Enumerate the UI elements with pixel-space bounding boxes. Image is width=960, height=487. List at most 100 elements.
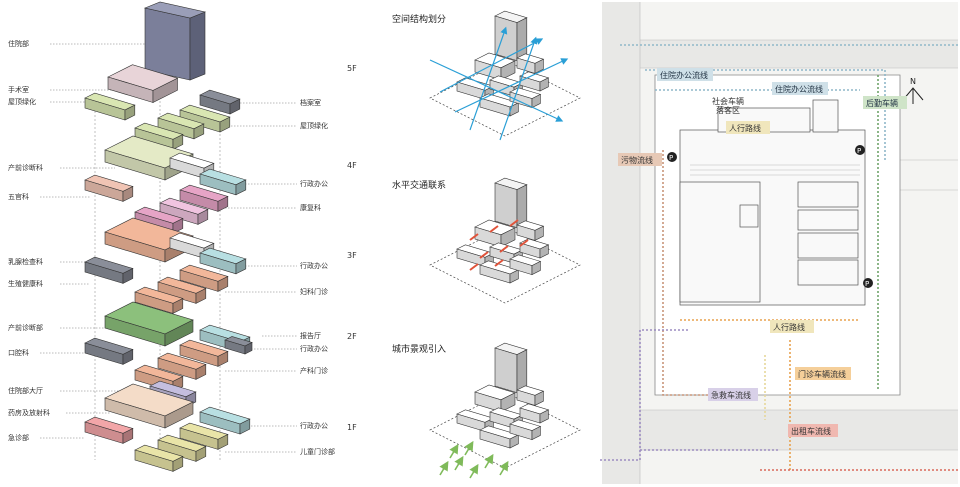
- block-face: [500, 227, 516, 248]
- block-face: [244, 342, 253, 355]
- landscape-arrow-2: [469, 463, 479, 479]
- structure-axis-2: [454, 58, 569, 113]
- concept-block-f-3: [479, 425, 520, 449]
- label-ent: 五官科: [8, 192, 29, 201]
- block-face: [124, 104, 136, 121]
- floor-label-2f: 2F: [347, 332, 357, 341]
- circulation-link-2: [509, 219, 519, 227]
- block-pediatrics: [179, 422, 229, 450]
- block-face: [152, 77, 178, 103]
- block-admin-3f: [199, 247, 247, 275]
- block-roof-green-2: [179, 104, 231, 133]
- block-face: [172, 456, 184, 472]
- svg-text:急救车流线: 急救车流线: [711, 390, 751, 400]
- block-face: [534, 225, 544, 241]
- block-face: [239, 418, 251, 435]
- block-face: [217, 276, 229, 292]
- svg-text:P: P: [857, 147, 861, 155]
- concept-block-b-3: [516, 385, 545, 406]
- block-face: [193, 123, 205, 140]
- label-archive: 档案室: [300, 98, 321, 107]
- label-prenatal-dept: 产前诊断科: [8, 163, 43, 172]
- circulation-link-6: [469, 263, 479, 271]
- block-face: [494, 347, 518, 394]
- tag-public-vehicles: 社会车辆 落客区: [712, 96, 744, 115]
- svg-text:住院办公流线: 住院办公流线: [660, 70, 708, 80]
- tag-inpatient-admin-1: 住院办公流线: [657, 68, 713, 81]
- block-prenatal-unit: [104, 301, 194, 347]
- concept-block-b-1: [516, 53, 545, 74]
- block-face: [509, 269, 519, 284]
- concept-diagrams: 空间结构划分 水平交通联系 城市景观引入: [392, 13, 446, 355]
- block-face: [197, 209, 209, 225]
- block-surgery: [107, 64, 179, 103]
- label-emergency: 急诊部: [8, 433, 29, 442]
- concept-tower-3: [494, 342, 528, 394]
- building-footprint: [679, 99, 866, 306]
- label-pediatrics: 儿童门诊部: [300, 447, 335, 456]
- label-prenatal-unit: 产前诊断部: [8, 323, 43, 332]
- block-gyn: [179, 264, 229, 292]
- concept-tower-1: [494, 10, 528, 62]
- label-surgery: 手术室: [8, 85, 29, 94]
- circulation-link-5: [519, 239, 529, 247]
- label-admin-2f: 行政办公: [300, 344, 328, 353]
- block-archive: [199, 89, 241, 115]
- svg-text:人行路线: 人行路线: [729, 123, 761, 133]
- concept-block-a-3: [474, 384, 516, 413]
- block-inpatient-tower: [143, 1, 207, 81]
- landscape-arrow-6: [464, 440, 474, 456]
- floor-label-5f: 5F: [347, 64, 357, 73]
- block-face: [122, 268, 134, 284]
- svg-text:社会车辆: 社会车辆: [712, 96, 744, 106]
- exploded-axonometric: 5F 4F 3F 2F 1F: [94, 1, 357, 460]
- landscape-arrow-3: [484, 453, 494, 469]
- right-labels: 档案室 屋顶绿化 行政办公 康复科 行政办公 妇科门诊 报告厅 行政办公 产科门…: [225, 98, 335, 456]
- label-rehab: 康复科: [300, 203, 321, 212]
- block-face: [219, 116, 231, 133]
- block-face: [235, 179, 247, 196]
- block-face: [531, 425, 541, 441]
- block-reproductive: [84, 256, 134, 284]
- concept-block-e-3: [519, 403, 550, 424]
- block-face: [164, 401, 194, 429]
- block-face: [195, 446, 207, 462]
- tag-pedestrian-1: 人行路线: [726, 121, 770, 134]
- concept-block-e-1: [519, 71, 550, 92]
- block-roof-green-3: [157, 112, 205, 140]
- tag-inpatient-admin-2: 住院办公流线: [772, 82, 828, 95]
- block-emergency: [84, 416, 134, 444]
- concept-title-circulation: 水平交通联系: [392, 179, 446, 191]
- circulation-link-1: [489, 225, 499, 233]
- structure-axis-4: [499, 36, 538, 141]
- label-inpatient: 住院部: [8, 39, 29, 48]
- structure-axis-1: [439, 38, 544, 93]
- structure-axis-0: [429, 59, 564, 122]
- block-face: [195, 288, 207, 304]
- block-roof-green: [84, 92, 136, 121]
- concept-title-structure: 空间结构划分: [392, 13, 446, 25]
- block-face: [172, 298, 184, 314]
- label-auditorium: 报告厅: [300, 331, 321, 340]
- label-breast-exam: 乳腺检查科: [8, 257, 43, 266]
- block-face: [217, 434, 229, 450]
- block-face: [217, 196, 229, 212]
- svg-text:P: P: [669, 154, 673, 162]
- landscape-arrow-1: [454, 455, 464, 471]
- landscape-arrow-4: [499, 460, 509, 476]
- svg-text:落客区: 落客区: [716, 105, 740, 115]
- concept-block-b-2: [516, 220, 545, 241]
- block-pediatrics-2: [157, 434, 207, 462]
- svg-text:人行路线: 人行路线: [773, 322, 805, 332]
- concept-block-g-2: [509, 254, 542, 276]
- block-obstetrics-2: [157, 352, 207, 380]
- block-dental: [84, 337, 134, 365]
- block-face: [531, 260, 541, 276]
- circulation-link-3: [479, 251, 489, 259]
- block-face: [172, 134, 184, 150]
- tag-logistics: 后勤车辆: [863, 96, 907, 109]
- block-face: [500, 60, 516, 81]
- svg-text:后勤车辆: 后勤车辆: [866, 98, 898, 108]
- block-admin-1f: [199, 406, 251, 435]
